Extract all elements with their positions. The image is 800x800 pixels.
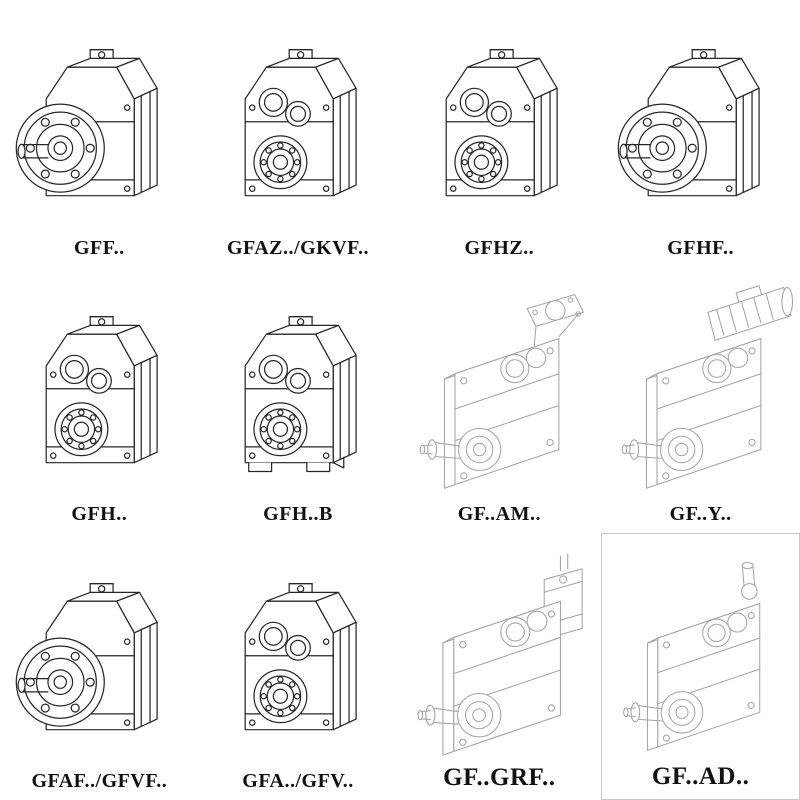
product-cell: GF..AM..: [397, 267, 601, 534]
product-cell: GFH..: [0, 267, 199, 534]
product-cell: GFAZ../GKVF..: [199, 0, 398, 267]
model-label: GF..AM..: [457, 503, 541, 526]
product-cell: GFH..B: [199, 267, 398, 534]
model-label: GF..AD..: [651, 763, 750, 791]
flanged-gearbox-drawing: [11, 14, 187, 226]
model-label: GFAZ../GKVF..: [226, 236, 370, 259]
model-label: GFHF..: [667, 236, 735, 259]
bore-face-gearbox-drawing: [210, 14, 386, 226]
product-cell: GF..Y..: [601, 267, 800, 534]
gearbox-with-adapter-block-drawing: [399, 538, 599, 764]
flanged-gearbox-drawing: [11, 548, 187, 760]
gearbox-with-input-shaft-drawing: [606, 543, 796, 759]
bore-face-gearbox-drawing: [411, 14, 587, 226]
gearbox-with-input-flange-drawing: [402, 277, 596, 497]
gearbox-with-motor-drawing: [604, 277, 798, 497]
flanged-gearbox-drawing: [613, 14, 789, 226]
model-label: GFF..: [74, 236, 125, 259]
model-label: GFAF../GFVF..: [31, 769, 168, 792]
product-cell: GFA../GFV..: [199, 533, 398, 800]
product-cell: GFHZ..: [397, 0, 601, 267]
product-cell: GF..GRF..: [397, 533, 601, 800]
model-label: GFHZ..: [464, 236, 535, 259]
product-cell: GFHF..: [601, 0, 800, 267]
bore-face-gearbox-drawing: [11, 281, 187, 493]
product-cell: GF..AD..: [601, 533, 800, 800]
model-label: GFH..: [71, 503, 128, 526]
bore-face-gearbox-drawing: [210, 548, 386, 760]
model-label: GF..GRF..: [443, 764, 556, 792]
model-label: GFA../GFV..: [242, 769, 354, 792]
model-label: GF..Y..: [669, 503, 732, 526]
product-cell: GFF..: [0, 0, 199, 267]
foot-mounted-gearbox-drawing: [210, 281, 386, 493]
product-cell: GFAF../GFVF..: [0, 533, 199, 800]
model-label: GFH..B: [263, 503, 333, 526]
